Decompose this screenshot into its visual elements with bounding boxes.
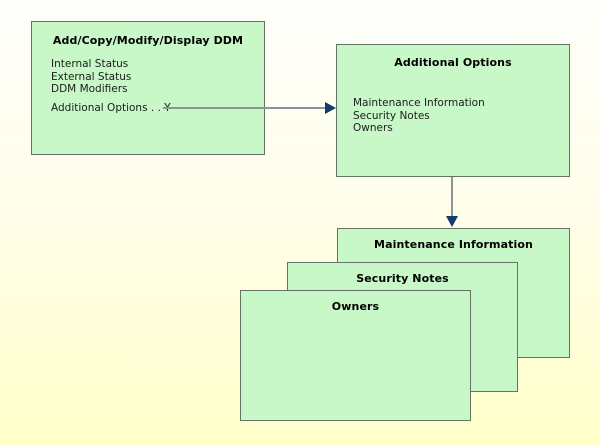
owners-card-title: Owners — [331, 300, 380, 313]
maintenance-information-card-title: Maintenance Information — [374, 238, 533, 251]
maintenance-information-label: Maintenance Information — [353, 97, 485, 109]
security-notes-label: Security Notes — [353, 109, 430, 122]
arrow-line-vertical — [451, 177, 453, 216]
arrow-head-right-icon — [325, 102, 336, 114]
arrow-head-down-icon — [446, 216, 458, 227]
owners-card: Owners — [240, 290, 471, 421]
additional-options-field: Additional Options . . Y — [51, 101, 171, 114]
external-status-label: External Status — [51, 70, 132, 83]
additional-options-title: Additional Options — [394, 56, 512, 69]
ddm-dialog-box: Add/Copy/Modify/Display DDM Internal Sta… — [31, 21, 265, 155]
additional-options-box: Additional Options Maintenance Informati… — [336, 44, 570, 177]
owners-label: Owners — [353, 122, 393, 134]
arrow-line-horizontal — [163, 107, 326, 109]
ddm-dialog-title: Add/Copy/Modify/Display DDM — [52, 34, 244, 47]
security-notes-card-title: Security Notes — [356, 272, 449, 285]
ddm-modifiers-label: DDM Modifiers — [51, 83, 128, 95]
internal-status-label: Internal Status — [51, 58, 129, 70]
